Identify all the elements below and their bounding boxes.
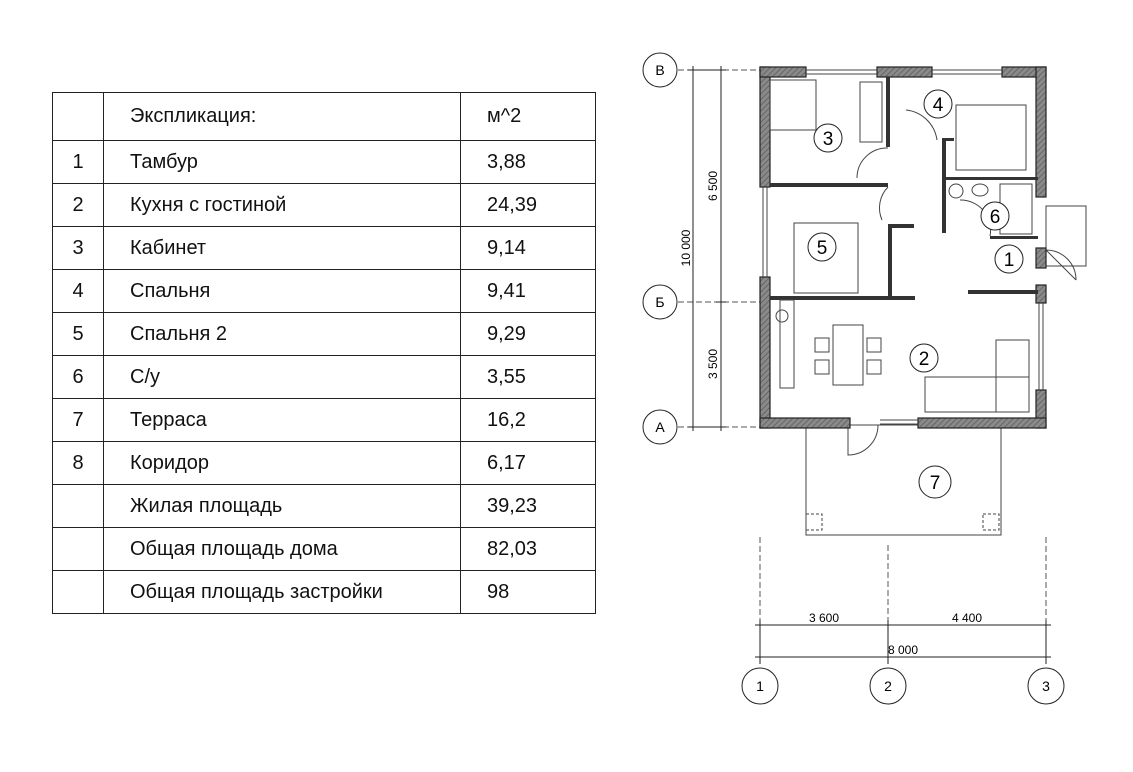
table-row: 2 Кухня с гостиной 24,39 (52, 183, 596, 227)
total-row: Общая площадь застройки 98 (52, 570, 596, 614)
room-area: 3,55 (460, 355, 596, 399)
room-label-6: 6 (990, 207, 1001, 228)
room-label-7: 7 (930, 473, 941, 494)
total-name: Жилая площадь (103, 484, 461, 528)
total-area: 39,23 (460, 484, 596, 528)
axis-label-a: А (655, 419, 665, 435)
axis-label-3: 3 (1042, 678, 1050, 694)
interior-walls (770, 77, 1038, 300)
room-label-1: 1 (1004, 250, 1015, 271)
room-area: 24,39 (460, 183, 596, 227)
dim-vertical-total: 10 000 (679, 229, 693, 266)
row-number: 4 (52, 269, 104, 313)
row-number: 1 (52, 140, 104, 184)
total-number-cell (52, 570, 104, 614)
total-name: Общая площадь застройки (103, 570, 461, 614)
terrace (805, 424, 1002, 536)
total-row: Общая площадь дома 82,03 (52, 527, 596, 571)
axis-label-1: 1 (756, 678, 764, 694)
dimension-lines (688, 66, 1051, 664)
room-name: Кабинет (103, 226, 461, 270)
table-row: 5 Спальня 2 9,29 (52, 312, 596, 356)
table-row: 7 Терраса 16,2 (52, 398, 596, 442)
room-label-3: 3 (823, 129, 834, 150)
total-number-cell (52, 527, 104, 571)
axis-markers (642, 52, 1065, 705)
room-area: 16,2 (460, 398, 596, 442)
dim-vertical-lower: 3 500 (706, 349, 720, 379)
doors (856, 109, 992, 237)
furniture (769, 79, 1033, 413)
exterior-walls (759, 66, 1047, 429)
total-row: Жилая площадь 39,23 (52, 484, 596, 528)
axis-label-b: Б (655, 294, 664, 310)
room-name: Терраса (103, 398, 461, 442)
room-area: 6,17 (460, 441, 596, 485)
total-number-cell (52, 484, 104, 528)
axis-label-v: В (655, 62, 664, 78)
room-area: 9,29 (460, 312, 596, 356)
dim-horizontal-right: 4 400 (952, 611, 982, 625)
table-row: 4 Спальня 9,41 (52, 269, 596, 313)
room-label-5: 5 (817, 238, 828, 259)
entrance-steps (1045, 205, 1087, 281)
room-label-4: 4 (933, 95, 944, 116)
room-name: С/у (103, 355, 461, 399)
total-area: 98 (460, 570, 596, 614)
room-label-2: 2 (919, 349, 930, 370)
room-name: Кухня с гостиной (103, 183, 461, 227)
room-label-circles (807, 89, 1024, 499)
room-area: 3,88 (460, 140, 596, 184)
room-name: Спальня (103, 269, 461, 313)
total-area: 82,03 (460, 527, 596, 571)
dim-vertical-upper: 6 500 (706, 171, 720, 201)
room-area: 9,41 (460, 269, 596, 313)
windows (762, 69, 1044, 425)
dim-horizontal-left: 3 600 (809, 611, 839, 625)
header-number-cell (52, 92, 104, 141)
total-name: Общая площадь дома (103, 527, 461, 571)
axis-label-2: 2 (884, 678, 892, 694)
room-name: Спальня 2 (103, 312, 461, 356)
grid-lines (678, 69, 1047, 664)
table-row: 3 Кабинет 9,14 (52, 226, 596, 270)
dim-horizontal-total: 8 000 (888, 643, 918, 657)
table-row: 6 С/у 3,55 (52, 355, 596, 399)
